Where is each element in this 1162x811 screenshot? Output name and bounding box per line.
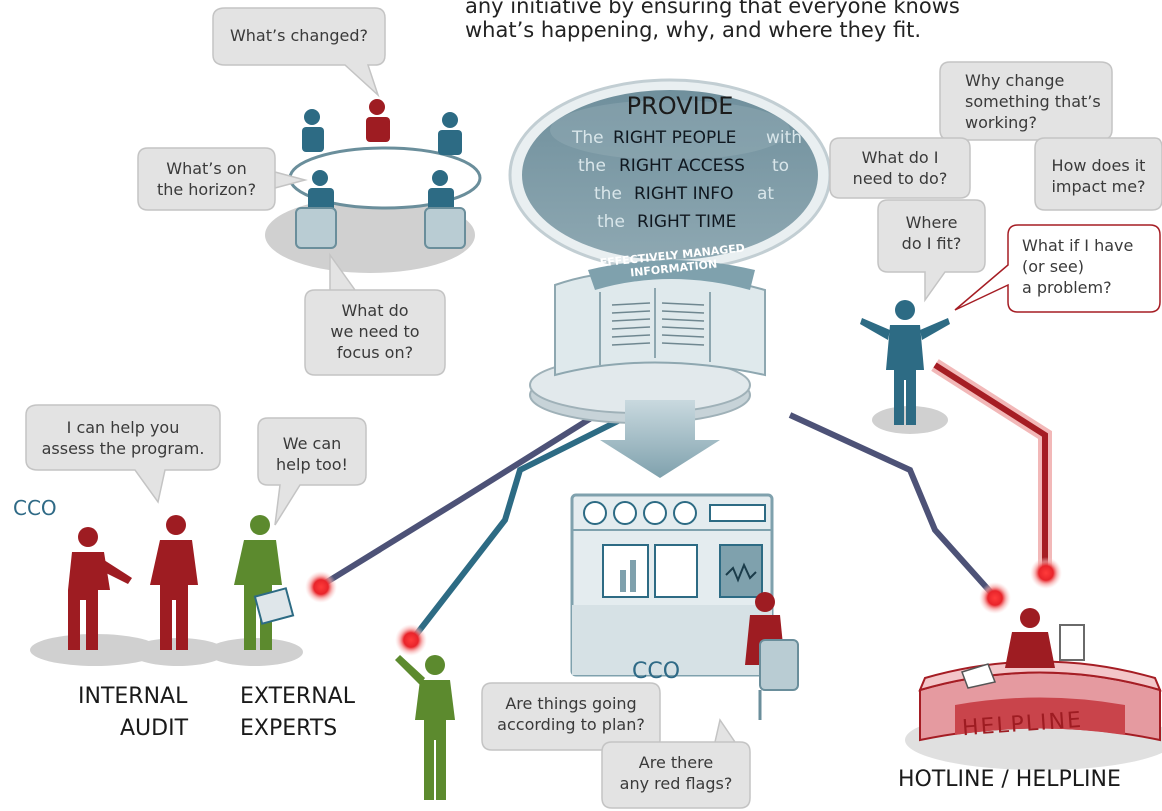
provide-row-1-pre: The — [572, 128, 604, 148]
meeting-group — [265, 99, 482, 273]
provide-row-2-pre: the — [578, 156, 606, 176]
bubble-on-horizon — [137, 147, 308, 211]
central-information-hub — [508, 78, 832, 424]
bubble-text-problem: What if I have (or see) a problem? — [1022, 236, 1134, 297]
line-to-cco-figure — [409, 417, 622, 642]
bubble-red-flags — [601, 718, 751, 809]
figure-console-operator — [745, 592, 799, 720]
line-to-helpline — [788, 412, 998, 600]
bubble-text-whats-changed: What’s changed? — [229, 26, 369, 45]
bubble-text-focus-on: What do we need to focus on? — [330, 301, 420, 362]
down-arrow — [600, 400, 720, 478]
provide-row-3-key: RIGHT INFO — [634, 184, 734, 204]
figure-questioner — [860, 300, 950, 434]
bubble-text-on-horizon: What’s on the horizon? — [156, 159, 257, 199]
speech-bubbles — [25, 7, 1162, 809]
line-helpline-red-core — [933, 362, 1048, 572]
glow-dot-helpline-left — [979, 582, 1011, 614]
label-cco-console: CCO — [632, 659, 681, 684]
provide-row-1-key: RIGHT PEOPLE — [613, 128, 737, 148]
figure-cco-green — [395, 655, 455, 800]
provide-row-4-key: RIGHT TIME — [637, 212, 737, 232]
helpline-desk — [905, 660, 1162, 770]
provide-row-2-post: to — [772, 156, 790, 176]
bubble-focus-on — [304, 252, 446, 376]
bubble-text-where-fit: Where do I fit? — [901, 213, 962, 253]
figure-helpline-operator — [961, 608, 1085, 689]
bubble-text-assess-program: I can help you assess the program. — [41, 418, 205, 458]
glow-dots — [305, 557, 1062, 656]
bubble-where-fit — [877, 199, 986, 303]
label-cco-left: CCO — [13, 496, 57, 520]
glow-dot-external — [305, 571, 337, 603]
line-helpline-red — [931, 359, 1052, 572]
bubble-text-impact-me: How does it impact me? — [1051, 156, 1146, 196]
header-line-2: what’s happening, why, and where they fi… — [465, 18, 922, 42]
bubble-text-what-to-do: What do I need to do? — [852, 148, 948, 188]
label-experts: EXPERTS — [240, 716, 338, 741]
provide-row-4-pre: the — [597, 212, 625, 232]
connection-lines — [320, 359, 1052, 642]
figure-external-expert — [207, 515, 303, 666]
bubble-what-to-do — [829, 137, 971, 199]
figure-cco-left — [30, 527, 160, 666]
bubble-text-help-too: We can help too! — [276, 434, 348, 474]
bubble-text-why-change: Why change something that’s working? — [965, 71, 1101, 132]
label-hotline-helpline: HOTLINE / HELPLINE — [898, 767, 1121, 792]
bubble-whats-changed — [212, 7, 386, 98]
label-internal: INTERNAL — [78, 684, 188, 709]
bubble-problem — [954, 224, 1161, 313]
bubble-assess-program — [25, 404, 221, 504]
provide-title: PROVIDE — [626, 92, 734, 120]
glow-dot-helpline-right — [1030, 557, 1062, 589]
bubble-help-too — [257, 417, 367, 526]
provide-row-2-key: RIGHT ACCESS — [619, 156, 745, 176]
provide-row-3-post: at — [757, 184, 775, 204]
bubble-text-red-flags: Are there any red flags? — [619, 753, 733, 793]
header-line-1: any initiative by ensuring that everyone… — [465, 0, 960, 18]
provide-row-1-post: with — [766, 128, 803, 148]
glow-dot-cco — [395, 624, 427, 656]
bubble-text-going-plan: Are things going according to plan? — [497, 694, 645, 734]
control-console — [570, 493, 774, 677]
provide-row-3-pre: the — [594, 184, 622, 204]
bubble-impact-me — [1034, 137, 1162, 211]
header-text: any initiative by ensuring that everyone… — [465, 0, 1065, 42]
label-audit: AUDIT — [120, 716, 189, 741]
label-external: EXTERNAL — [240, 684, 355, 709]
line-to-external-experts — [320, 397, 622, 588]
figure-internal-audit — [130, 515, 226, 666]
